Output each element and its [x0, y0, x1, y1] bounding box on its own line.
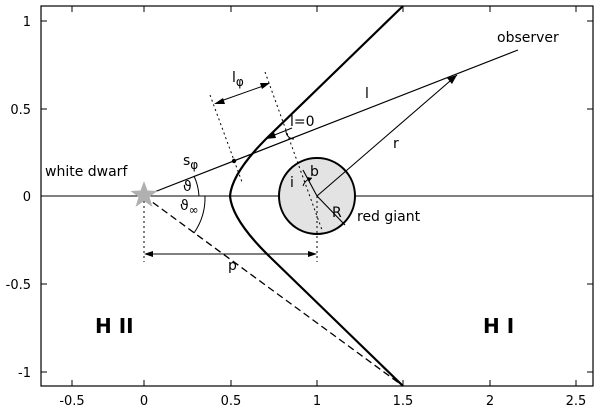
theta-inf-arc — [193, 195, 206, 234]
i-arrowhead — [307, 177, 312, 182]
star-icon — [130, 181, 158, 207]
ionization-boundary — [228, 5, 404, 387]
theta-inf-subscript: ∞ — [189, 203, 199, 217]
s-phi-main: s — [183, 153, 190, 169]
lphi-dotted-left — [209, 94, 243, 183]
x-tick-label: 1 — [313, 394, 321, 409]
x-ticks — [71, 6, 577, 386]
x-tick-label: 0.5 — [221, 394, 242, 409]
hi-region-label: H I — [483, 314, 514, 338]
R-label: R — [332, 205, 342, 221]
p-arrow-head-right — [308, 251, 317, 257]
r-vector — [316, 74, 458, 197]
y-tick-label: 0.5 — [10, 103, 31, 118]
lphi-arrow-head-right — [260, 83, 270, 89]
R-radius — [316, 195, 346, 226]
asymptote-line — [143, 195, 404, 387]
x-tick-label: 1.5 — [393, 394, 414, 409]
line-of-sight — [143, 49, 519, 197]
x-tick-label: -0.5 — [59, 394, 84, 409]
i-label: i — [290, 175, 294, 191]
intersection-point — [231, 158, 237, 164]
red-giant-label: red giant — [357, 209, 421, 225]
theta-arc — [193, 175, 200, 197]
r-arrowhead — [447, 75, 457, 84]
s-phi-subscript: φ — [190, 158, 198, 172]
p-arrow-head-left — [144, 251, 153, 257]
theta-label: ϑ — [183, 179, 192, 195]
l-phi-main: l — [232, 70, 236, 86]
x-tick-labels: -0.5 0 0.5 1 1.5 2 2.5 — [59, 394, 586, 409]
l-label: l — [365, 86, 369, 102]
l-zero-label: l=0 — [290, 114, 315, 130]
y-tick-label: 1 — [23, 15, 31, 30]
lzero-arrowhead — [265, 132, 276, 139]
l-phi-label: lφ — [232, 70, 244, 89]
b-segment — [302, 169, 318, 197]
white-dwarf-label: white dwarf — [45, 164, 128, 180]
x-tick-label: 2 — [486, 394, 494, 409]
y-tick-label: 0 — [23, 190, 31, 205]
y-ticks — [41, 20, 593, 373]
p-label: p — [228, 258, 237, 274]
lphi-arrow-head-left — [214, 98, 225, 104]
lzero-angle-arc — [285, 130, 295, 140]
b-label: b — [310, 164, 319, 180]
x-tick-label: 2.5 — [566, 394, 587, 409]
x-tick-label: 0 — [140, 394, 148, 409]
r-label: r — [393, 136, 399, 152]
hii-region-label: H II — [95, 314, 134, 338]
y-tick-labels: 1 0.5 0 -0.5 -1 — [6, 15, 31, 381]
y-tick-label: -1 — [18, 366, 31, 381]
observer-label: observer — [497, 30, 559, 46]
y-tick-label: -0.5 — [6, 278, 31, 293]
theta-inf-label: ϑ∞ — [180, 198, 199, 217]
l-phi-subscript: φ — [236, 75, 244, 89]
lzero-arrow — [271, 127, 293, 137]
s-phi-label: sφ — [183, 153, 198, 172]
lphi-arrow — [217, 84, 267, 103]
theta-inf-main: ϑ — [180, 198, 189, 214]
